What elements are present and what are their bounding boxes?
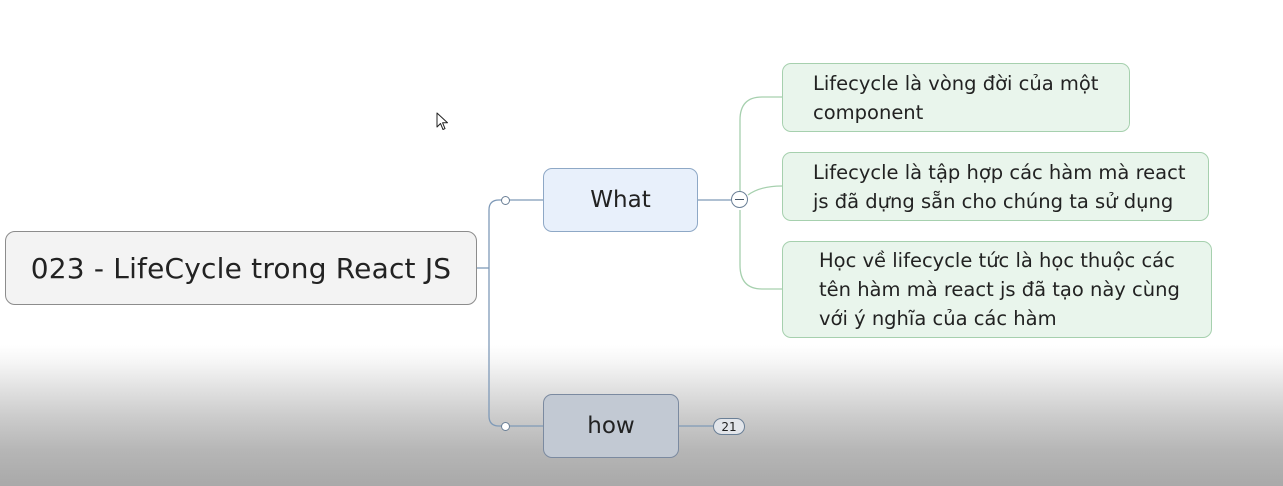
collapsed-count-badge[interactable]: 21 [713, 418, 745, 435]
subtopic-learning-lifecycle[interactable]: Học về lifecycle tức là học thuộc các tê… [782, 241, 1212, 338]
branch-knob-what [501, 196, 510, 205]
topic-how[interactable]: how [543, 394, 679, 458]
minus-icon [735, 198, 744, 201]
mouse-pointer-icon [436, 112, 448, 130]
subtopic-label: Lifecycle là tập hợp các hàm mà react js… [813, 160, 1186, 213]
topic-what[interactable]: What [543, 168, 698, 232]
connector-to-what [488, 199, 543, 268]
topic-what-label: What [590, 187, 651, 213]
subtopic-label: Học về lifecycle tức là học thuộc các tê… [819, 249, 1180, 330]
subtopic-lifecycle-definition[interactable]: Lifecycle là vòng đời của một component [782, 63, 1130, 132]
connector-leaf-2 [747, 185, 783, 196]
branch-knob-how [501, 422, 510, 431]
connector-leaf-1 [739, 96, 782, 201]
collapsed-count-label: 21 [721, 419, 737, 434]
topic-how-label: how [587, 413, 635, 439]
connector-to-how [488, 268, 543, 427]
subtopic-label: Lifecycle là vòng đời của một component [813, 71, 1099, 124]
collapse-minus-icon[interactable] [731, 191, 748, 208]
central-topic-label: 023 - LifeCycle trong React JS [30, 251, 452, 285]
connector-leaf-3 [739, 210, 782, 290]
subtopic-lifecycle-functions[interactable]: Lifecycle là tập hợp các hàm mà react js… [782, 152, 1209, 221]
central-topic[interactable]: 023 - LifeCycle trong React JS [5, 231, 477, 305]
